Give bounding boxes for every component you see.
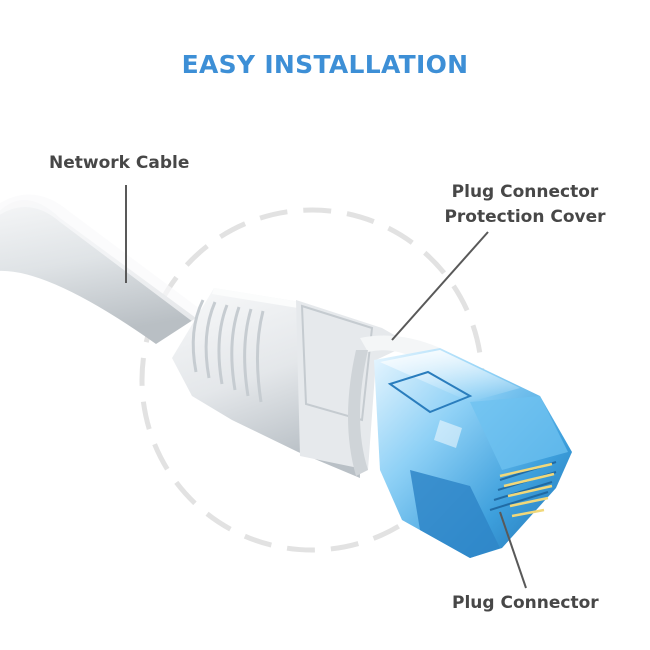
network-cable <box>0 194 204 344</box>
cover-leader-line <box>391 231 489 341</box>
page-title: EASY INSTALLATION <box>181 50 469 79</box>
plug-connector-label: Plug Connector <box>452 593 599 613</box>
network-cable-label: Network Cable <box>49 153 190 173</box>
plug-connector <box>374 348 572 558</box>
protection-cover-label-line2: Protection Cover <box>444 207 606 227</box>
protection-cover-label: Plug Connector Protection Cover <box>420 180 630 230</box>
protection-cover-label-line1: Plug Connector <box>451 182 599 202</box>
plug-leader-line <box>499 511 527 589</box>
